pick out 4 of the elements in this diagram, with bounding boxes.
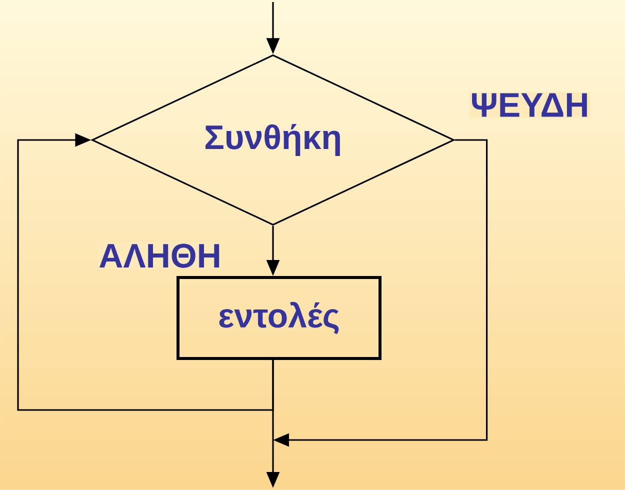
process-box: εντολές bbox=[176, 276, 382, 360]
edge-label: ΨΕΥΔΗ bbox=[469, 92, 590, 118]
edge-label: ΑΛΗΘΗ bbox=[98, 242, 222, 269]
arrow bbox=[17, 133, 274, 411]
